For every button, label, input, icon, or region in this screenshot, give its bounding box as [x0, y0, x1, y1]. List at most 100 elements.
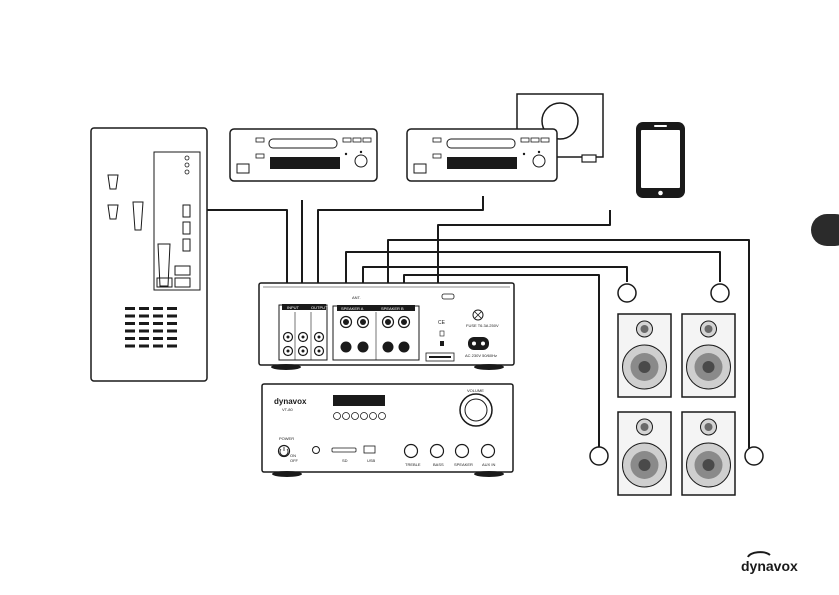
- cd-button: [521, 138, 529, 142]
- speaker-dust-cap: [703, 459, 715, 471]
- amp-brand: dynavox: [274, 397, 307, 406]
- connection-marker: [745, 447, 763, 465]
- speaker-label: SPEAKER: [454, 462, 473, 467]
- bass-label: BASS: [433, 462, 444, 467]
- cd-button: [343, 138, 351, 142]
- cd-tray: [447, 139, 515, 148]
- volume-label: VOLUME: [467, 388, 484, 393]
- class-mark: [440, 341, 444, 346]
- speaker: [682, 412, 735, 495]
- speaker-tweeter-dome: [641, 423, 649, 431]
- cd-power-button: [414, 164, 426, 173]
- cd-led: [360, 151, 362, 153]
- treble-knob: [405, 445, 418, 458]
- speaker-dust-cap: [639, 459, 651, 471]
- vent-slot: [153, 345, 163, 348]
- speaker-tweeter-dome: [705, 423, 713, 431]
- amp-display: [333, 395, 385, 406]
- pc-tower: [91, 128, 207, 381]
- pc-serial-port: [108, 175, 118, 189]
- usb-slot: [364, 446, 375, 453]
- aux-label: AUX IN: [482, 462, 495, 467]
- pc-serial-port: [108, 205, 118, 219]
- amp-foot: [474, 471, 504, 477]
- mains-label: AC 230V 50/60Hz: [465, 353, 497, 358]
- phone-screen: [641, 130, 680, 188]
- turntable-foot: [582, 155, 596, 162]
- cd-display: [270, 157, 340, 169]
- output-header: OUTPUT: [311, 305, 328, 310]
- speaker-connection-markers: [590, 284, 763, 465]
- cd-player-1: [230, 129, 377, 181]
- cd-display: [447, 157, 517, 169]
- speaker-header-a: SPEAKER A: [341, 306, 364, 311]
- speaker-tweeter-dome: [705, 325, 713, 333]
- vent-slot: [139, 315, 149, 318]
- vent-slot: [167, 322, 177, 325]
- vent-slot: [153, 322, 163, 325]
- speaker: [618, 314, 671, 397]
- fuse-label: FUSE T6.3A 250V: [466, 323, 499, 328]
- input-selector-knob: [482, 445, 495, 458]
- cd-knob: [355, 155, 367, 167]
- bass-knob: [431, 445, 444, 458]
- cd-led: [538, 151, 540, 153]
- phone-home-button: [658, 191, 663, 196]
- cd-button: [433, 138, 441, 142]
- vent-slot: [153, 307, 163, 310]
- vent-slot: [125, 337, 135, 340]
- usb-label: USB: [367, 458, 376, 463]
- cd-player-body: [230, 129, 377, 181]
- vent-slot: [153, 337, 163, 340]
- cd-button: [531, 138, 539, 142]
- cd-button: [256, 154, 264, 158]
- phone-speaker: [654, 125, 667, 127]
- vent-slot: [153, 315, 163, 318]
- vent-slot: [153, 330, 163, 333]
- ant-label: ANT.: [352, 295, 361, 300]
- vent-slot: [167, 337, 177, 340]
- cd-button: [433, 154, 441, 158]
- cd-button: [256, 138, 264, 142]
- speakers: [618, 314, 735, 495]
- speaker: [618, 412, 671, 495]
- antenna-connector: [442, 294, 454, 299]
- page-tab: [811, 214, 839, 246]
- vent-slot: [125, 322, 135, 325]
- vent-slot: [125, 307, 135, 310]
- cd-player-2: [407, 129, 557, 181]
- vent-slot: [167, 307, 177, 310]
- cd-button: [353, 138, 361, 142]
- smartphone: [636, 122, 685, 198]
- speaker-dust-cap: [639, 361, 651, 373]
- cd-button: [363, 138, 371, 142]
- cd-led: [345, 153, 347, 155]
- cd-power-button: [237, 164, 249, 173]
- vent-slot: [139, 307, 149, 310]
- cd-led: [523, 153, 525, 155]
- pc-parallel-port: [158, 244, 170, 286]
- vent-slot: [125, 345, 135, 348]
- treble-label: TREBLE: [405, 462, 421, 467]
- cd-tray: [269, 139, 337, 148]
- vent-slot: [167, 330, 177, 333]
- vent-slot: [139, 330, 149, 333]
- amp-foot: [474, 364, 504, 370]
- amp-foot: [272, 471, 302, 477]
- speaker-dust-cap: [703, 361, 715, 373]
- power-off-label: OFF: [290, 458, 299, 463]
- input-header: INPUT: [287, 305, 300, 310]
- mains-socket: [468, 337, 489, 350]
- connection-marker: [618, 284, 636, 302]
- vent-slot: [167, 315, 177, 318]
- headphone-jack: [313, 447, 320, 454]
- dynavox-logo: dynavox: [741, 552, 798, 574]
- connection-marker: [711, 284, 729, 302]
- speaker-tweeter-dome: [641, 325, 649, 333]
- vent-slot: [139, 337, 149, 340]
- speaker-selector-knob: [456, 445, 469, 458]
- amplifier-front: dynavox VT-80 VOLUME POWER ON OFF SD USB…: [262, 384, 513, 477]
- sd-label: SD: [342, 458, 348, 463]
- amplifier-rear: ANT. INPUT OUTPUT SPEAKER A SPEAKER B: [259, 283, 514, 370]
- vent-slot: [167, 345, 177, 348]
